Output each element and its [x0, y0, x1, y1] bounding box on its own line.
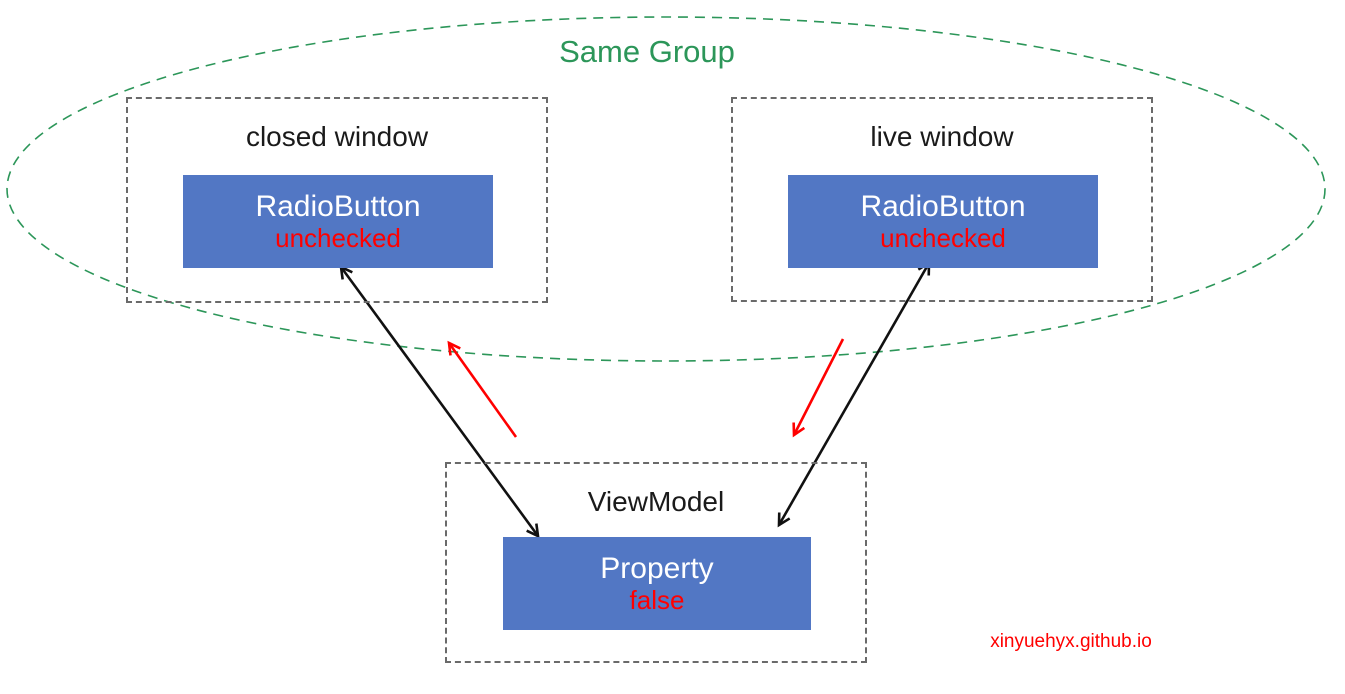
radiobutton-closed-window: RadioButton unchecked [183, 175, 493, 268]
property-state: false [629, 585, 685, 616]
closed-window-title: closed window [245, 121, 429, 152]
update-arrow-left [447, 340, 518, 438]
property-label: Property [600, 551, 714, 585]
same-group-label: Same Group [559, 34, 735, 69]
radiobutton-live-label: RadioButton [860, 189, 1026, 223]
property-box: Property false [503, 537, 811, 630]
watermark-link: xinyuehyx.github.io [990, 631, 1152, 652]
viewmodel-title: ViewModel [587, 486, 725, 517]
radiobutton-closed-label: RadioButton [255, 189, 421, 223]
radiobutton-closed-state: unchecked [275, 223, 401, 254]
viewmodel-box: ViewModel Property false [445, 462, 867, 663]
update-arrow-right [792, 338, 845, 438]
live-window-box: live window RadioButton unchecked [731, 97, 1153, 302]
live-window-title: live window [870, 121, 1014, 152]
radiobutton-live-state: unchecked [880, 223, 1006, 254]
closed-window-box: closed window RadioButton unchecked [126, 97, 548, 303]
radiobutton-live-window: RadioButton unchecked [788, 175, 1098, 268]
